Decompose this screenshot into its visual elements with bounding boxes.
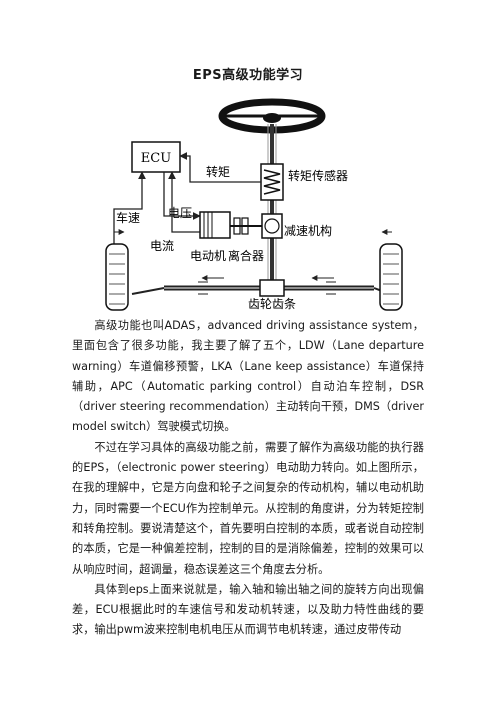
motor-label: 电动机 [190, 249, 226, 263]
rack-label: 齿轮齿条 [248, 297, 296, 311]
paragraph-eps-control: 具体到eps上面来说就是，输入轴和输出轴之间的旋转方向出现偏差，ECU根据此时的… [72, 582, 424, 637]
left-wheel [105, 243, 129, 311]
current-label: 电流 [150, 239, 174, 253]
clutch [230, 217, 264, 235]
voltage-label: 电压 [168, 206, 192, 220]
reducer-mechanism [261, 213, 283, 239]
paragraph-adas-intro: 高级功能也叫ADAS，advanced driving assistance s… [72, 319, 424, 434]
right-wheel [379, 243, 403, 311]
reducer-label: 减速机构 [284, 223, 332, 238]
clutch-label: 离合器 [228, 248, 264, 263]
torque-sensor [260, 163, 284, 201]
torque-sensor-label: 转矩传感器 [288, 168, 348, 183]
eps-diagram: 转矩传感器 ECU 转矩 车速 电压 电流 电动机 [104, 94, 404, 312]
paragraph-eps-explanation: 不过在学习具体的高级功能之前，需要了解作为高级功能的执行器的EPS，（elect… [72, 440, 424, 576]
ecu-label: ECU [141, 151, 171, 166]
rack-and-pinion [164, 279, 374, 297]
document-body: 高级功能也叫ADAS，advanced driving assistance s… [72, 316, 424, 641]
steering-column [267, 124, 277, 288]
electric-motor [199, 211, 231, 239]
vehicle-speed-label: 车速 [116, 210, 140, 225]
document-title: EPS高级功能学习 [192, 68, 304, 83]
torque-label: 转矩 [206, 164, 230, 179]
